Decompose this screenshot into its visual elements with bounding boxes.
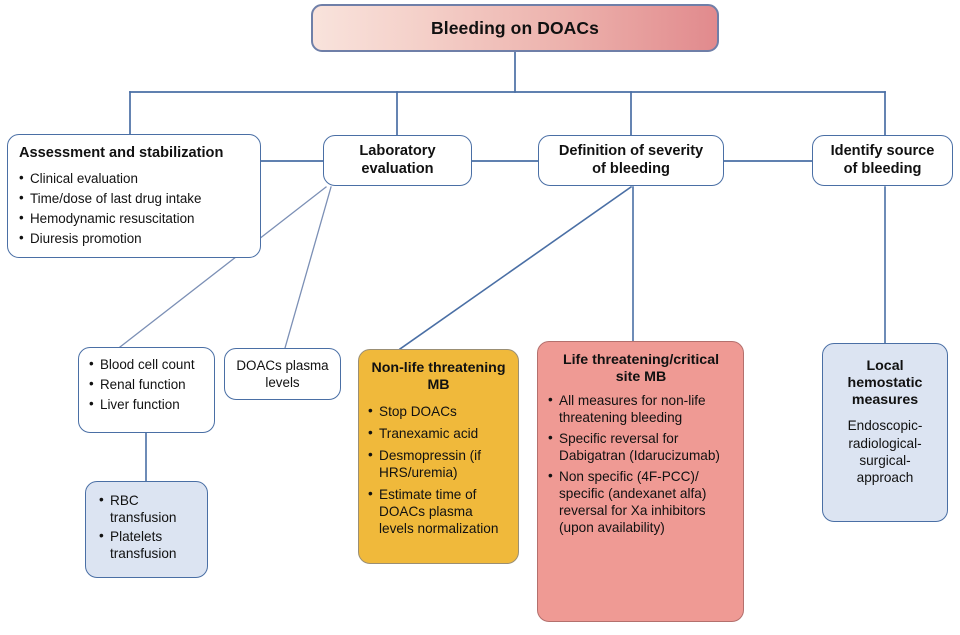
list-item: Platelets transfusion (99, 527, 199, 562)
list-item: Liver function (89, 396, 206, 414)
list-item: Specific reversal for Dabigatran (Idaruc… (548, 429, 734, 464)
severity-title-line1: Definition of severity (558, 143, 704, 160)
list-item: Tranexamic acid (368, 424, 509, 442)
local-body-line3: surgical- (859, 453, 911, 469)
node-identify-source-of-bleeding[interactable]: Identify source of bleeding (812, 135, 953, 186)
edge-laboratory-labslist (119, 186, 327, 348)
identify-title: Identify source of bleeding (831, 143, 935, 177)
local-title-line3: measures (851, 391, 919, 408)
node-bleeding-on-doacs[interactable]: Bleeding on DOACs (311, 4, 719, 52)
list-item: Hemodynamic resuscitation (19, 210, 249, 228)
nonlife-title-line2: MB (427, 376, 450, 393)
nonlife-title-line1: Non-life threatening (371, 360, 506, 376)
local-body-line4: approach (856, 470, 914, 486)
list-item: All measures for non-life threatening bl… (548, 390, 734, 426)
list-item: Desmopressin (if HRS/uremia) (368, 446, 509, 481)
assessment-title: Assessment and stabilization (19, 145, 224, 161)
node-laboratory-tests[interactable]: Blood cell count Renal function Liver fu… (78, 347, 215, 433)
node-transfusion[interactable]: RBC transfusion Platelets transfusion (85, 481, 208, 578)
local-title-line2: hemostatic (847, 374, 923, 391)
lifethreat-title: Life threatening/critical site MB (548, 352, 734, 386)
lifethreat-list: All measures for non-life threatening bl… (548, 390, 734, 537)
identify-title-line1: Identify source (830, 143, 935, 160)
list-item: RBC transfusion (99, 491, 199, 526)
laboratory-title-line1: Laboratory (359, 143, 436, 160)
list-item: Blood cell count (89, 356, 206, 374)
laboratory-title-line2: evaluation (361, 160, 434, 177)
node-definition-of-severity[interactable]: Definition of severity of bleeding (538, 135, 724, 186)
node-non-life-threatening-mb[interactable]: Non-life threatening MB Stop DOACs Trane… (358, 349, 519, 564)
laboratory-title: Laboratory evaluation (359, 143, 435, 177)
list-item: Stop DOACs (368, 401, 509, 420)
labs-list: Blood cell count Renal function Liver fu… (89, 356, 206, 414)
list-item: Diuresis promotion (19, 230, 249, 248)
plasma-line2: levels (265, 375, 300, 390)
identify-title-line2: of bleeding (843, 160, 922, 177)
severity-title: Definition of severity of bleeding (559, 143, 703, 177)
node-doacs-plasma-levels[interactable]: DOACs plasma levels (224, 348, 341, 400)
node-laboratory-evaluation[interactable]: Laboratory evaluation (323, 135, 472, 186)
edge-severity-nonlife (398, 185, 633, 351)
local-body-line2: radiological- (848, 435, 922, 451)
plasma-text: DOACs plasma levels (236, 357, 328, 391)
list-item: Renal function (89, 376, 206, 394)
root-title: Bleeding on DOACs (431, 17, 599, 38)
local-body-line1: Endoscopic- (847, 418, 923, 434)
node-life-threatening-critical-site-mb[interactable]: Life threatening/critical site MB All me… (537, 341, 744, 622)
list-item: Estimate time of DOACs plasma levels nor… (368, 485, 509, 537)
list-item: Time/dose of last drug intake (19, 190, 249, 208)
node-assessment-and-stabilization[interactable]: Assessment and stabilization Clinical ev… (7, 134, 261, 258)
assessment-list: Clinical evaluation Time/dose of last dr… (19, 170, 249, 248)
list-item: Non specific (4F-PCC)/ specific (andexan… (548, 467, 734, 537)
plasma-line1: DOACs plasma (236, 357, 329, 373)
nonlife-title: Non-life threatening MB (368, 360, 509, 394)
nonlife-list: Stop DOACs Tranexamic acid Desmopressin … (368, 401, 509, 538)
lifethreat-title-line2: site MB (615, 368, 667, 385)
severity-title-line2: of bleeding (592, 160, 670, 177)
edge-laboratory-plasma (284, 186, 332, 349)
local-title-line1: Local (866, 358, 904, 374)
transfusion-list: RBC transfusion Platelets transfusion (99, 491, 199, 563)
local-title: Local hemostatic measures (830, 358, 940, 408)
local-body: Endoscopic- radiological- surgical- appr… (830, 417, 940, 487)
lifethreat-title-line1: Life threatening/critical (562, 352, 720, 368)
list-item: Clinical evaluation (19, 170, 249, 188)
node-local-hemostatic-measures[interactable]: Local hemostatic measures Endoscopic- ra… (822, 343, 948, 522)
